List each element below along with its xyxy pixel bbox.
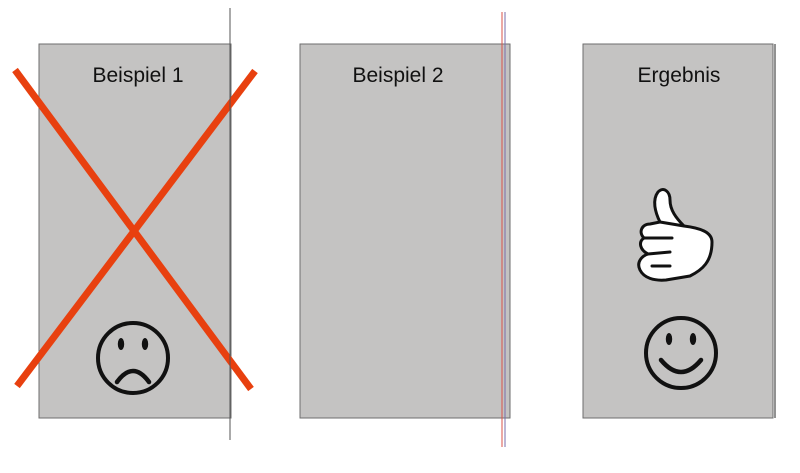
panel-result-title: Ergebnis xyxy=(638,64,721,87)
smiley-face-icon xyxy=(644,316,718,390)
panel-example-2-title: Beispiel 2 xyxy=(352,64,443,87)
panel-result: Ergebnis xyxy=(582,43,776,419)
panel-example-1-title: Beispiel 1 xyxy=(92,64,183,87)
thumbs-up-icon xyxy=(637,188,714,282)
panel-example-2-sheet xyxy=(299,43,511,419)
cross-out-mark xyxy=(12,67,258,392)
sad-face-icon xyxy=(96,321,170,395)
panel-example-2: Beispiel 2 xyxy=(299,12,511,447)
panel-example-1: Beispiel 1 xyxy=(12,8,258,440)
